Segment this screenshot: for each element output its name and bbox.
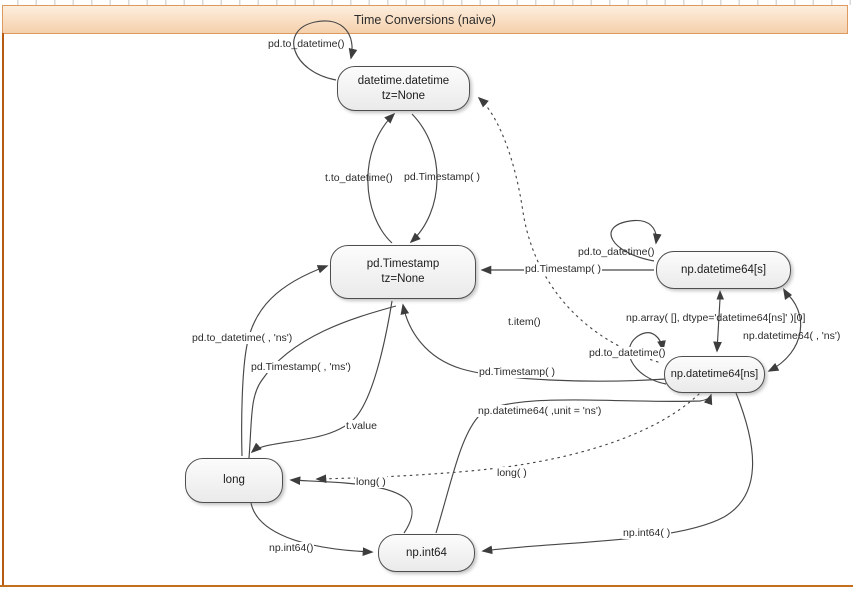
node-label: np.datetime64[ns]	[670, 368, 759, 381]
ruler-strip	[0, 0, 853, 5]
edge-label-pd-to-datetime-ns: pd.to_datetime( , 'ns')	[191, 332, 294, 344]
node-label: pd.Timestamp	[366, 258, 440, 271]
edge-label-t-to-datetime: t.to_datetime()	[325, 172, 393, 184]
edge-ns64-to-timestamp	[400, 303, 667, 382]
node-label: datetime.datetime	[357, 74, 450, 87]
arrowhead-up-into-s64	[716, 290, 724, 300]
node-np-datetime64-ns[interactable]: np.datetime64[ns]	[664, 356, 765, 393]
edge-label-datetime-selfloop: pd.to_datetime()	[268, 38, 345, 50]
edge-label-np-datetime64-ns: np.datetime64( , 'ns')	[743, 330, 841, 342]
node-datetime-datetime[interactable]: datetime.datetime tz=None	[337, 66, 470, 111]
edge-s64-ns64-vertical	[713, 298, 722, 353]
node-np-int64[interactable]: np.int64	[378, 534, 475, 572]
node-pd-timestamp[interactable]: pd.Timestamp tz=None	[330, 245, 476, 299]
edge-npint64-to-ns64	[435, 393, 713, 534]
edge-label-t-value: t.value	[345, 420, 378, 432]
node-sublabel: tz=None	[381, 273, 425, 285]
edge-label-pd-timestamp-from-s64: pd.Timestamp( )	[524, 263, 603, 275]
edge-datetime-to-timestamp	[409, 113, 438, 244]
node-label: np.datetime64[s]	[680, 263, 767, 276]
node-np-datetime64-s[interactable]: np.datetime64[s]	[656, 251, 791, 289]
edge-label-np-array: np.array( [], dtype='datetime64[ns]' )[0…	[626, 312, 806, 324]
edge-label-pd-timestamp-ms: pd.Timestamp( , 'ms')	[250, 361, 352, 373]
arrowhead-up-into-s64-right	[783, 288, 792, 300]
edge-datetime-selfloop	[293, 20, 358, 81]
node-label: np.int64	[406, 546, 447, 559]
title-bar: Time Conversions (naive)	[2, 5, 848, 34]
edge-label-np-datetime64-unit: np.datetime64( ,unit = 'ns')	[477, 405, 603, 417]
page-title: Time Conversions (naive)	[354, 12, 496, 27]
edge-ns64-to-datetime-titem	[477, 96, 659, 363]
edge-label-s64-selfloop: pd.to_datetime()	[578, 246, 655, 258]
edge-label-long-dotted: long( )	[496, 467, 528, 479]
edge-timestamp-to-datetime	[367, 112, 396, 244]
edge-label-long-solid: long( )	[355, 476, 387, 488]
edge-label-np-int64-fn: np.int64()	[268, 542, 315, 554]
edge-timestamp-to-long-tvalue	[250, 300, 393, 454]
edge-ns64-to-npint64	[481, 392, 754, 555]
edge-long-to-timestamp-ms	[248, 305, 397, 459]
edge-label-pd-timestamp-from-ns64: pd.Timestamp( )	[478, 366, 557, 378]
node-label: long	[223, 474, 245, 487]
edge-s64-ns64-curved	[767, 290, 802, 372]
bottom-window-border	[0, 585, 853, 587]
edge-long-to-timestamp-ns	[241, 265, 329, 457]
node-sublabel: tz=None	[381, 89, 426, 102]
edge-ns64-selfloop	[628, 332, 667, 385]
edge-label-t-item: t.item()	[508, 316, 541, 328]
edge-label-pd-timestamp-down: pd.Timestamp( )	[404, 171, 481, 183]
left-window-border	[2, 33, 4, 585]
node-long[interactable]: long	[185, 458, 283, 503]
edge-label-np-int64-call: np.int64( )	[622, 527, 672, 539]
edge-s64-selfloop	[610, 219, 662, 262]
edge-npint64-to-long	[289, 476, 413, 534]
edge-long-to-npint64	[250, 502, 374, 556]
edge-label-ns64-selfloop: pd.to_datetime()	[588, 347, 667, 359]
